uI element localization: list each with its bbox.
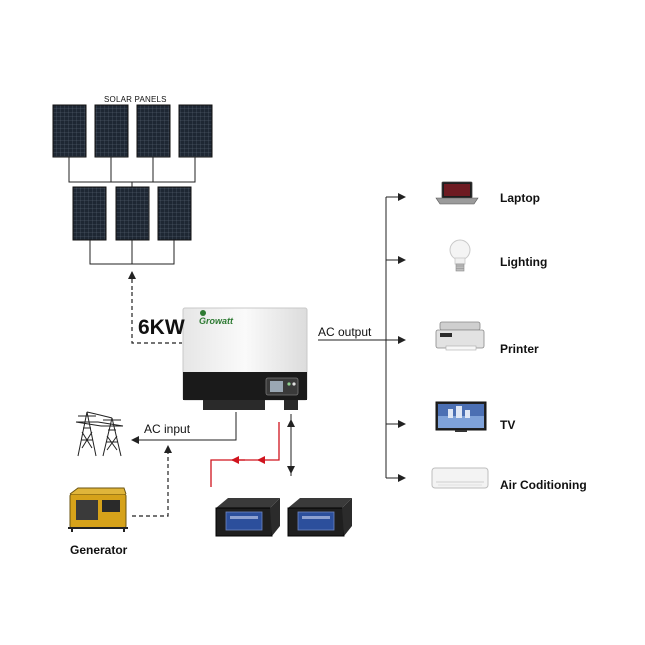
panel-wiring-bottom (89, 240, 175, 265)
solar-panel (136, 104, 171, 158)
generator-dashed-line (132, 450, 169, 517)
solar-panel (72, 186, 107, 241)
ac-output-label: AC output (318, 325, 372, 339)
battery-pack (215, 498, 280, 537)
load-label-tv: TV (500, 418, 516, 432)
battery-positive-line (210, 422, 280, 487)
load-label-air-conditioning: Air Coditioning (500, 478, 587, 492)
generator-icon (68, 487, 128, 532)
inverter-terminals (203, 400, 265, 410)
load-label-lighting: Lighting (500, 255, 548, 269)
panel-wiring-top (68, 157, 196, 190)
transmission-tower-icon (75, 411, 124, 457)
solar-panel (157, 186, 192, 241)
inverter-brand-logo: Growatt (199, 316, 234, 326)
ac-input-line (131, 412, 237, 444)
solar-panel (94, 104, 129, 158)
pv-dashed-line-lower (131, 292, 182, 344)
air-conditioner-icon (431, 467, 489, 489)
battery-pack (287, 498, 352, 537)
light-bulb-icon (449, 239, 471, 272)
solar-panel (52, 104, 87, 158)
generator-label: Generator (70, 543, 128, 557)
printer-icon (435, 321, 485, 351)
inverter-terminals (284, 400, 298, 410)
inverter-power-label: 6KW (138, 316, 185, 339)
solar-panel-row-bottom (72, 186, 192, 241)
inverter-led (292, 382, 296, 386)
solar-panel-row-top (52, 104, 213, 158)
tv-icon (435, 401, 487, 432)
inverter-unit (182, 307, 308, 410)
load-label-laptop: Laptop (500, 191, 540, 205)
load-label-printer: Printer (500, 342, 539, 356)
solar-panels-label: SOLAR PANELS (104, 95, 167, 104)
solar-panel (178, 104, 213, 158)
brand-logo-icon (200, 310, 206, 316)
inverter-screen (270, 381, 283, 392)
inverter-led (287, 382, 291, 386)
laptop-icon (435, 181, 479, 205)
ac-input-label: AC input (144, 422, 191, 436)
solar-panel (115, 186, 150, 241)
